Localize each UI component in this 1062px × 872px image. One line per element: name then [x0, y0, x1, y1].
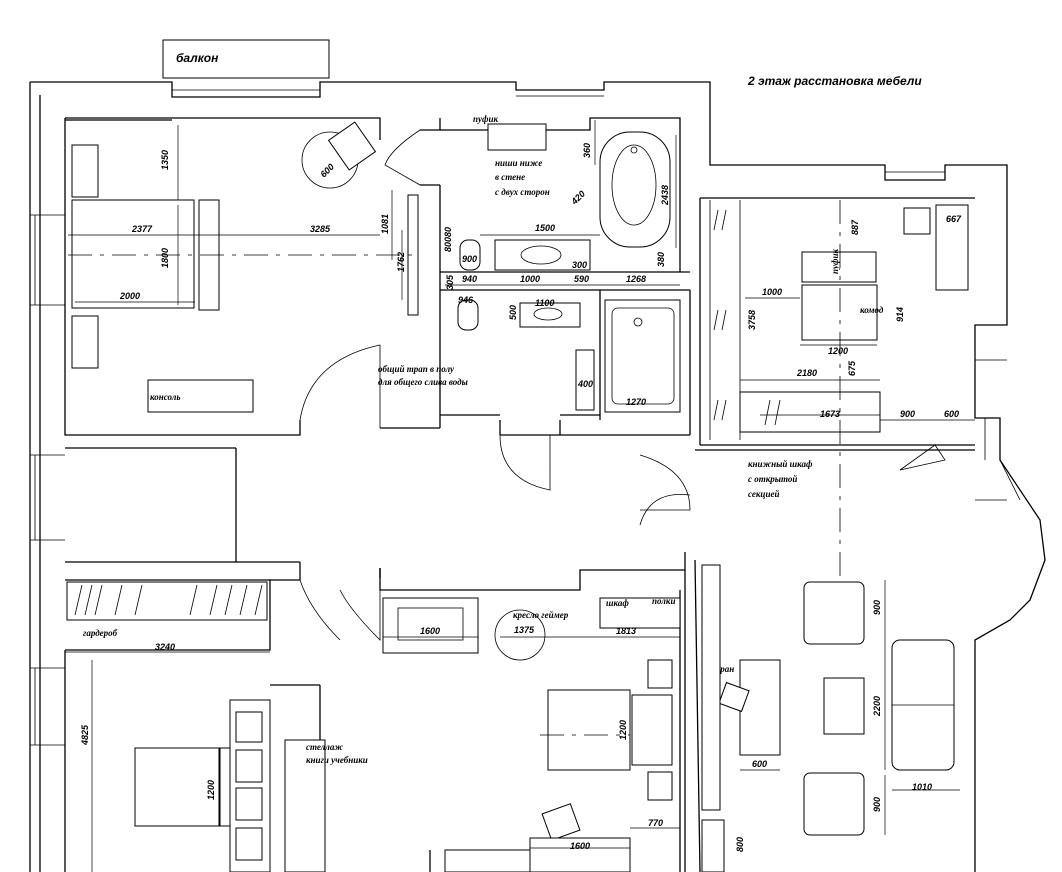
svg-text:675: 675: [847, 360, 857, 376]
svg-text:гардероб: гардероб: [83, 628, 118, 638]
svg-text:1200: 1200: [618, 720, 628, 740]
svg-text:2000: 2000: [119, 291, 140, 301]
inner-walls: [64, 117, 975, 872]
plan-title: 2 этаж расстановка мебели: [747, 74, 922, 88]
svg-text:1600: 1600: [420, 626, 440, 636]
svg-text:600: 600: [318, 162, 336, 180]
svg-text:420: 420: [569, 189, 587, 207]
bottom-left-room: гардероб 3240 4825 1200 стеллаж книги уч…: [65, 581, 368, 872]
svg-text:1375: 1375: [514, 625, 535, 635]
svg-text:в стене: в стене: [495, 172, 525, 182]
svg-text:с открытой: с открытой: [748, 474, 797, 484]
svg-text:комод: комод: [860, 305, 884, 315]
svg-text:300: 300: [572, 260, 587, 270]
svg-text:3758: 3758: [747, 310, 757, 330]
svg-text:с двух сторон: с двух сторон: [495, 187, 550, 197]
svg-text:1100: 1100: [535, 298, 554, 308]
svg-text:360: 360: [582, 143, 592, 158]
svg-text:887: 887: [850, 219, 860, 235]
svg-text:ниши ниже: ниши ниже: [495, 158, 542, 168]
svg-text:900: 900: [872, 797, 882, 812]
svg-text:3285: 3285: [310, 224, 331, 234]
svg-text:940: 940: [462, 274, 477, 284]
balcony: балкон: [162, 39, 330, 79]
svg-text:1081: 1081: [380, 214, 390, 234]
svg-text:500: 500: [508, 305, 518, 320]
svg-text:1000: 1000: [520, 274, 540, 284]
svg-text:2377: 2377: [131, 224, 153, 234]
svg-text:770: 770: [648, 818, 663, 828]
svg-text:пуфик: пуфик: [830, 249, 840, 274]
svg-text:946: 946: [458, 295, 474, 305]
svg-text:1800: 1800: [160, 248, 170, 268]
svg-text:80080: 80080: [443, 227, 453, 252]
balcony-label: балкон: [176, 51, 219, 65]
svg-text:1200: 1200: [828, 346, 848, 356]
svg-text:1200: 1200: [206, 780, 216, 800]
svg-text:книги учебники: книги учебники: [306, 755, 368, 765]
svg-text:900: 900: [462, 254, 477, 264]
svg-text:полки: полки: [652, 596, 675, 606]
svg-text:600: 600: [752, 759, 767, 769]
study: 667 пуфик 887 комод 914 1000 3758 1200 6…: [709, 200, 975, 600]
svg-text:3240: 3240: [155, 642, 175, 652]
svg-text:секцией: секцией: [748, 489, 779, 499]
svg-text:1000: 1000: [762, 287, 782, 297]
bottom-center-room: 1600 кресло геймер 1375 шкаф полки 1813 …: [382, 596, 681, 872]
svg-text:1268: 1268: [626, 274, 646, 284]
svg-text:2438: 2438: [660, 185, 670, 206]
svg-text:1270: 1270: [626, 397, 646, 407]
svg-text:1762: 1762: [396, 252, 406, 272]
bedroom-top: консоль 2377 3285 2000 1350 1800 600 108…: [68, 121, 468, 413]
svg-text:1010: 1010: [912, 782, 932, 792]
svg-text:кресло геймер: кресло геймер: [513, 610, 569, 620]
svg-text:2180: 2180: [796, 368, 817, 378]
svg-text:пуфик: пуфик: [473, 114, 498, 124]
svg-text:380: 380: [656, 252, 666, 267]
svg-text:шкаф: шкаф: [606, 598, 629, 608]
svg-text:400: 400: [577, 379, 593, 389]
svg-text:1813: 1813: [616, 626, 636, 636]
console-label: консоль: [150, 392, 181, 402]
svg-text:1350: 1350: [160, 150, 170, 170]
svg-text:1500: 1500: [535, 223, 555, 233]
svg-text:590: 590: [574, 274, 589, 284]
svg-text:1673: 1673: [820, 409, 840, 419]
svg-text:800: 800: [735, 837, 745, 852]
living-room: 900 2200 900 1010 экран 600 800: [701, 564, 960, 872]
bathroom: пуфик ниши ниже в стене с двух сторон 36…: [443, 114, 681, 413]
svg-text:305: 305: [445, 274, 455, 290]
outer-walls: [29, 81, 1046, 872]
svg-text:2200: 2200: [872, 696, 882, 717]
svg-text:для общего слива воды: для общего слива воды: [378, 377, 468, 387]
svg-text:600: 600: [944, 409, 959, 419]
svg-text:914: 914: [895, 307, 905, 322]
svg-text:4825: 4825: [80, 724, 90, 746]
svg-text:900: 900: [900, 409, 915, 419]
svg-text:стеллаж: стеллаж: [306, 742, 343, 752]
svg-text:экран: экран: [711, 664, 734, 674]
doors: [299, 129, 946, 641]
svg-text:общий трап в полу: общий трап в полу: [378, 364, 455, 374]
svg-text:1600: 1600: [570, 841, 590, 851]
svg-text:667: 667: [946, 214, 962, 224]
svg-text:900: 900: [872, 600, 882, 615]
svg-text:книжный шкаф: книжный шкаф: [748, 459, 813, 469]
